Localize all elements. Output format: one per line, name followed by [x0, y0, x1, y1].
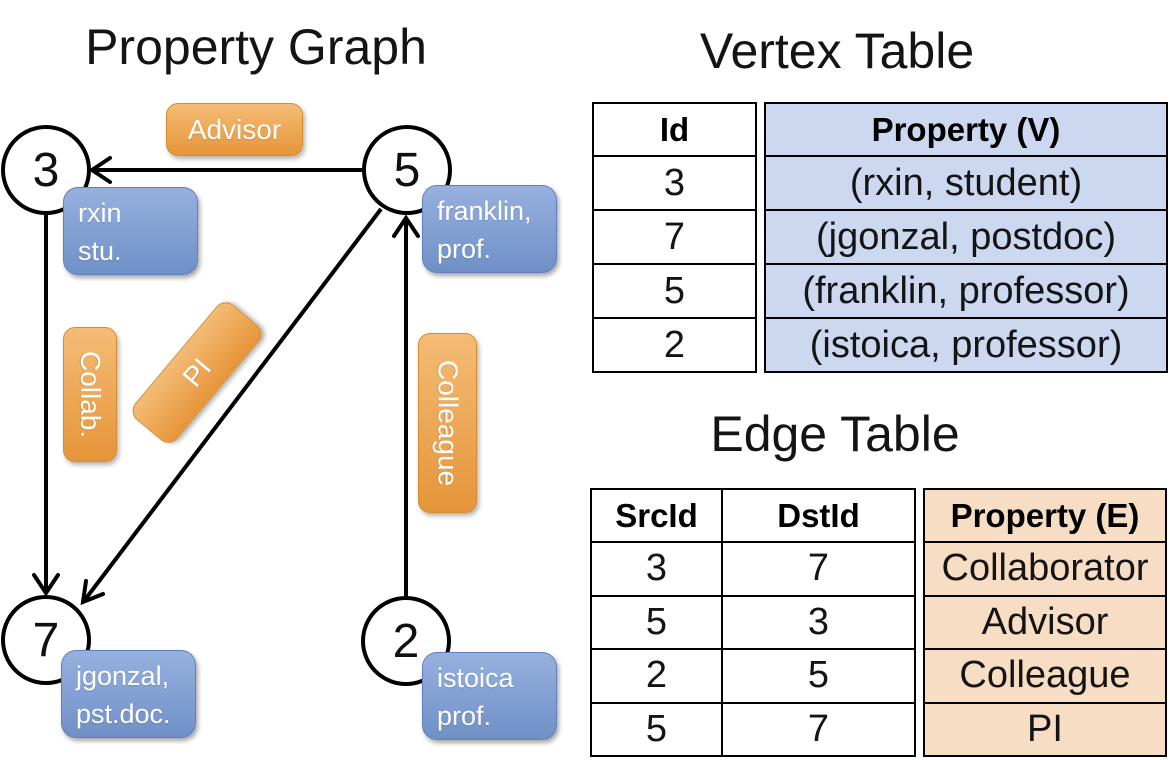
vertex-7-line1: jgonzal,	[76, 661, 170, 691]
vertex-property-box-3: rxin stu.	[63, 187, 198, 275]
edge-table: SrcId DstId 3 7 5 3 2 5 5 7 Property (E)…	[590, 488, 1167, 757]
edge-label-colleague: Colleague	[418, 333, 477, 513]
table-cell: 7	[721, 541, 914, 595]
property-graph-title: Property Graph	[85, 19, 427, 75]
vertex-property-box-2: istoica prof.	[422, 652, 557, 740]
table-cell: 5	[592, 594, 721, 649]
node-2-id: 2	[392, 614, 420, 668]
table-cell: (jgonzal, postdoc)	[766, 209, 1166, 263]
table-cell: (istoica, professor)	[766, 317, 1166, 371]
edge-pi-line	[82, 207, 383, 603]
vertex-table-property-column: Property (V) (rxin, student) (jgonzal, p…	[764, 102, 1168, 373]
table-cell: Colleague	[925, 648, 1165, 702]
graph-edges-layer	[32, 156, 420, 606]
table-cell: Collaborator	[925, 541, 1165, 595]
edge-advisor-arrowhead	[88, 156, 112, 184]
edge-col-srcid: SrcId	[615, 496, 698, 534]
table-cell: Advisor	[925, 594, 1165, 649]
vertex-7-line2: pst.doc.	[76, 699, 171, 729]
edge-collab-arrowhead	[32, 573, 60, 597]
node-7-id: 7	[32, 613, 60, 667]
table-cell: 7	[594, 209, 755, 263]
vertex-3-line1: rxin	[78, 198, 122, 228]
table-cell: 7	[721, 701, 914, 755]
vertex-property-box-7: jgonzal, pst.doc.	[61, 650, 196, 738]
table-cell: 3	[721, 594, 914, 648]
edge-table-property-column: Property (E) Collaborator Advisor Collea…	[923, 488, 1167, 757]
vertex-property-box-5: franklin, prof.	[422, 185, 557, 273]
vertex-5-line1: franklin,	[437, 196, 532, 226]
edge-table-title: Edge Table	[710, 406, 960, 462]
vertex-col-property: Property (V)	[871, 110, 1061, 148]
vertex-3-line2: stu.	[78, 236, 122, 266]
vertex-2-line2: prof.	[437, 701, 492, 731]
table-cell: (franklin, professor)	[766, 263, 1166, 317]
vertex-table-id-column: Id 3 7 5 2	[592, 102, 757, 373]
table-cell: 5	[592, 701, 721, 756]
table-cell: 5	[594, 263, 755, 317]
node-3-id: 3	[32, 143, 60, 197]
vertex-5-line2: prof.	[437, 234, 492, 264]
edge-colleague-arrowhead	[392, 214, 420, 238]
edge-label-collab: Collab.	[63, 327, 117, 462]
table-cell: 5	[721, 648, 914, 702]
vertex-table-gap	[757, 102, 764, 373]
edge-col-property: Property (E)	[950, 496, 1140, 534]
table-cell: PI	[925, 701, 1165, 756]
table-cell: 3	[594, 155, 755, 209]
edge-table-gap	[916, 488, 923, 757]
vertex-col-id: Id	[659, 110, 690, 148]
table-cell: 2	[594, 317, 755, 371]
table-cell: (rxin, student)	[766, 155, 1166, 209]
edge-col-dstid: DstId	[721, 490, 914, 541]
graph-node-2: 2	[361, 596, 451, 686]
table-cell: 2	[592, 648, 721, 702]
edge-pi-arrowhead	[80, 579, 105, 606]
vertex-table-title: Vertex Table	[699, 23, 975, 79]
vertex-2-line1: istoica	[437, 663, 514, 693]
edge-label-advisor: Advisor	[166, 103, 303, 156]
node-5-id: 5	[393, 143, 421, 197]
table-cell: 3	[592, 541, 721, 595]
edge-table-id-columns: SrcId DstId 3 7 5 3 2 5 5 7	[590, 488, 916, 757]
vertex-table: Id 3 7 5 2 Property (V) (rxin, student) …	[592, 102, 1168, 373]
